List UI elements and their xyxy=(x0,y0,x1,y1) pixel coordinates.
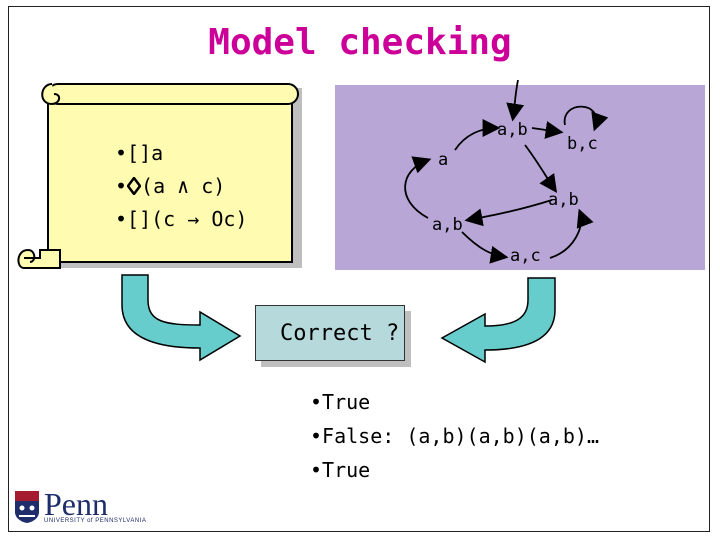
result-2: •False: (a,b)(a,b)(a,b)… xyxy=(310,424,599,448)
spec-bullet: • xyxy=(115,174,128,198)
node-ab-left: a,b xyxy=(432,215,463,235)
left-arrow-icon xyxy=(121,274,242,362)
penn-wordmark: Penn xyxy=(44,486,108,522)
penn-subtitle: UNIVERSITY of PENNSYLVANIA xyxy=(44,518,147,524)
edge-ableft-ac xyxy=(461,231,509,264)
node-ab-right: a,b xyxy=(548,190,579,210)
edge-ab-bc xyxy=(531,121,564,139)
results-list: •True •False: (a,b)(a,b)(a,b)… •True xyxy=(310,385,599,487)
edge-ac-abright xyxy=(549,208,594,259)
node-ac: a,c xyxy=(510,246,541,266)
result-3: •True xyxy=(310,458,371,482)
correct-question-box: Correct ? xyxy=(255,305,405,361)
spec-line-2-text: (a ∧ c) xyxy=(141,174,226,198)
edge-a-ab xyxy=(454,119,501,151)
edge-ab-abright xyxy=(524,144,558,193)
spec-line-3: •[](c → Oc) xyxy=(115,207,248,231)
edge-ableft-a xyxy=(404,156,432,219)
right-arrow-icon xyxy=(440,277,556,364)
node-ab-top: a,b xyxy=(497,120,528,140)
edge-abright-ableft xyxy=(464,199,553,227)
penn-logo: Penn UNIVERSITY of PENNSYLVANIA xyxy=(14,486,147,524)
spec-formulas: •[]a • (a ∧ c) •[](c → Oc) xyxy=(115,137,247,236)
spec-line-2: • (a ∧ c) xyxy=(115,170,247,203)
penn-shield-icon xyxy=(15,491,39,523)
spec-line-1: •[]a xyxy=(115,141,164,165)
slide-frame xyxy=(8,6,710,532)
node-bc: b,c xyxy=(567,134,598,154)
result-1: •True xyxy=(310,390,371,414)
initial-edge xyxy=(506,79,525,122)
edge-bc-loop xyxy=(563,105,609,132)
node-a: a xyxy=(438,150,449,170)
diamond-icon xyxy=(126,175,142,197)
slide-title: Model checking xyxy=(208,22,512,63)
